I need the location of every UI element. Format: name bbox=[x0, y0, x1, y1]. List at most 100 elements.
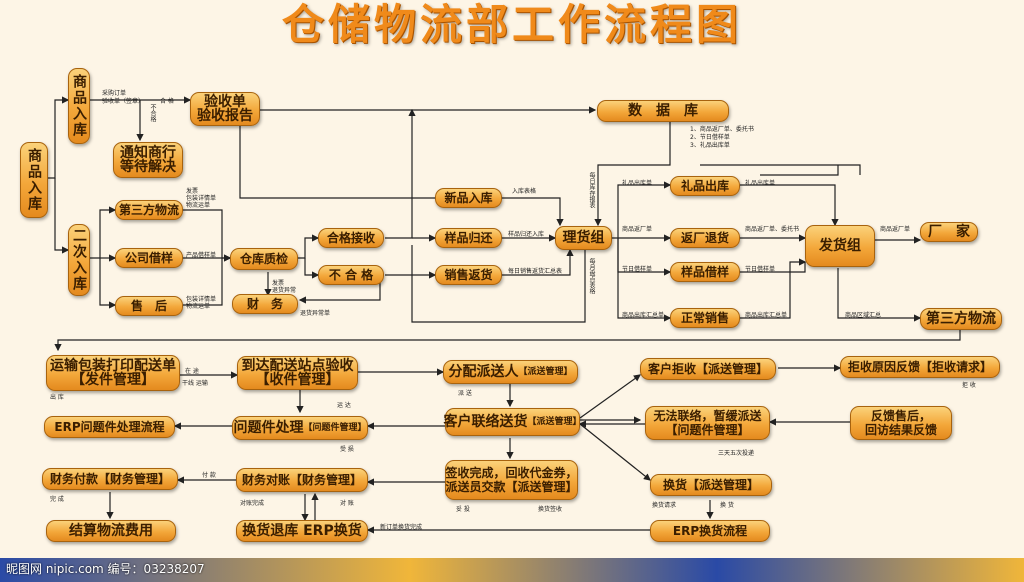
node-database[interactable]: 数 据 库 bbox=[597, 100, 729, 122]
node-return-to-factory[interactable]: 返厂退货 bbox=[670, 228, 740, 248]
node-signed-complete-line2: 派送员交款【派送管理】 bbox=[445, 480, 578, 494]
node-after-sales[interactable]: 售 后 bbox=[115, 296, 183, 316]
label-refused: 拒 收 bbox=[962, 382, 976, 389]
node-second-inbound[interactable]: 二次入库 bbox=[68, 224, 90, 296]
node-tally-team[interactable]: 理货组 bbox=[555, 226, 612, 250]
node-unqualified[interactable]: 不 合 格 bbox=[318, 265, 384, 285]
node-unreachable-hold-line1: 无法联络，暂缓派送 bbox=[653, 409, 762, 423]
label-outbound-summary-2: 商品出库汇总单 bbox=[745, 312, 788, 319]
label-return-exception-sheet: 退货异常单 bbox=[300, 310, 331, 317]
node-problem-handling[interactable]: 问题件处理【问题件管理】 bbox=[232, 416, 368, 440]
label-monthly-stocktake: 每月盘点表格 bbox=[588, 258, 595, 294]
label-delivered-ok: 妥 投 bbox=[456, 506, 470, 513]
label-exchange: 换 货 bbox=[720, 502, 734, 509]
node-arrival-check-line2: 【收件管理】 bbox=[255, 372, 340, 388]
node-finance-payment[interactable]: 财务付款【财务管理】 bbox=[42, 468, 178, 490]
label-trunk-transport: 干线 运输 bbox=[182, 380, 208, 387]
label-product-loan-sheet: 产品借样单 bbox=[186, 252, 217, 259]
node-problem-handling-tag: 【问题件管理】 bbox=[303, 423, 367, 433]
node-after-sales-feedback[interactable]: 反馈售后， 回访结果反馈 bbox=[850, 406, 952, 440]
node-finance[interactable]: 财 务 bbox=[232, 294, 298, 314]
label-payment: 付 款 bbox=[202, 472, 216, 479]
node-exchange[interactable]: 换货【派送管理】 bbox=[650, 474, 772, 496]
node-notify-supplier[interactable]: 通知商行 等待解决 bbox=[113, 142, 183, 178]
label-daily-stock: 每日库存报表 bbox=[588, 172, 595, 208]
page-title: 仓储物流部工作流程图 bbox=[281, 0, 742, 49]
label-factory-return-sheet-3: 商品返厂单 bbox=[880, 226, 911, 233]
label-three-days-five: 三天五次投递 bbox=[718, 450, 755, 457]
node-settle-logistics-fee[interactable]: 结算物流费用 bbox=[46, 520, 176, 542]
node-contact-delivery-label: 客户联络送货 bbox=[443, 414, 528, 430]
node-shipping-team[interactable]: 发货组 bbox=[805, 225, 875, 267]
node-inspection-report[interactable]: 验收单 验收报告 bbox=[190, 92, 260, 126]
label-delivered: 运 达 bbox=[337, 402, 351, 409]
node-assign-courier-tag: 【派送管理】 bbox=[518, 367, 573, 377]
node-assign-courier[interactable]: 分配派送人【派送管理】 bbox=[443, 360, 578, 384]
node-exchange-return[interactable]: 换货退库 ERP换货 bbox=[236, 520, 368, 542]
label-daily-sales-return: 每日销售返货汇总表 bbox=[508, 268, 563, 275]
label-qualified: 合 格 bbox=[160, 98, 174, 105]
node-after-sales-feedback-line2: 回访结果反馈 bbox=[864, 423, 937, 437]
node-signed-complete[interactable]: 签收完成，回收代金券， 派送员交款【派送管理】 bbox=[445, 460, 578, 500]
label-factory-return-sheet: 商品返厂单 bbox=[622, 226, 653, 233]
label-return-exception: 退货异常 bbox=[272, 287, 297, 294]
label-exchange-sign: 换货签收 bbox=[538, 506, 563, 513]
label-holiday-loan-sheet-2: 节日借样单 bbox=[745, 266, 776, 273]
label-packing-detail-2: 包装详情单 bbox=[186, 296, 217, 303]
node-normal-sales[interactable]: 正常销售 bbox=[670, 308, 740, 328]
label-exchange-request: 换货请求 bbox=[652, 502, 677, 509]
node-new-product-inbound[interactable]: 新品入库 bbox=[435, 188, 502, 208]
node-finance-reconcile[interactable]: 财务对账【财务管理】 bbox=[236, 468, 368, 492]
node-unreachable-hold[interactable]: 无法联络，暂缓派送 【问题件管理】 bbox=[645, 406, 770, 440]
node-refusal-feedback[interactable]: 拒收原因反馈【拒收请求】 bbox=[840, 356, 1000, 378]
node-unreachable-hold-line2: 【问题件管理】 bbox=[665, 423, 750, 437]
node-qualified-accept[interactable]: 合格接收 bbox=[318, 228, 384, 248]
node-erp-exchange-flow[interactable]: ERP换货流程 bbox=[650, 520, 770, 542]
node-transport-packing-line1: 运输包装打印配送单 bbox=[50, 358, 176, 374]
node-notify-supplier-line1: 通知商行 bbox=[120, 145, 176, 161]
label-dispatch: 派 送 bbox=[458, 390, 472, 397]
node-signed-complete-line1: 签收完成，回收代金券， bbox=[445, 466, 578, 480]
node-sample-return[interactable]: 样品归还 bbox=[435, 228, 502, 248]
label-waybill: 物流运单 bbox=[186, 202, 211, 209]
label-new-order-exchange: 新订单换货完成 bbox=[380, 524, 423, 531]
label-purchase-order: 采购订单 bbox=[102, 90, 127, 97]
label-doc-list-3: 3、礼品出库单 bbox=[690, 142, 730, 149]
node-after-sales-feedback-line1: 反馈售后， bbox=[870, 409, 931, 423]
label-complete: 完 成 bbox=[50, 496, 64, 503]
label-doc-list-1: 1、商品返厂单、委托书 bbox=[690, 126, 754, 133]
label-holiday-loan-sheet: 节日借样单 bbox=[622, 266, 653, 273]
node-company-sample-loan[interactable]: 公司借样 bbox=[115, 248, 183, 268]
node-notify-supplier-line2: 等待解决 bbox=[120, 159, 176, 175]
label-inbound-form: 入库表格 bbox=[512, 188, 537, 195]
label-outbound-summary: 商品出库汇总单 bbox=[622, 312, 665, 319]
node-goods-inbound[interactable]: 商品入库 bbox=[68, 68, 90, 144]
label-reconcile: 对 账 bbox=[340, 500, 354, 507]
label-factory-return-proxy: 商品返厂单、委托书 bbox=[745, 226, 800, 233]
label-sample-return-inbound: 样品归还入库 bbox=[508, 231, 545, 238]
node-warehouse-qc[interactable]: 仓库质检 bbox=[230, 248, 298, 270]
node-contact-delivery[interactable]: 客户联络送货【派送管理】 bbox=[443, 408, 582, 436]
node-third-party-logistics-2[interactable]: 第三方物流 bbox=[920, 308, 1002, 330]
label-outbound: 出 库 bbox=[50, 394, 64, 401]
label-invoice: 发票 bbox=[186, 188, 199, 195]
node-manufacturer[interactable]: 厂 家 bbox=[920, 222, 978, 242]
node-gift-outbound[interactable]: 礼品出库 bbox=[670, 176, 740, 196]
watermark-text: 昵图网 nipic.com 编号：03238207 bbox=[6, 562, 205, 576]
node-sales-return[interactable]: 销售返货 bbox=[435, 265, 502, 285]
node-third-party-logistics[interactable]: 第三方物流 bbox=[115, 200, 183, 220]
node-problem-handling-label: 问题件处理 bbox=[233, 420, 304, 436]
label-region-summary: 商品区域汇总 bbox=[845, 312, 882, 319]
node-transport-packing-line2: 【发件管理】 bbox=[71, 372, 155, 388]
node-goods-inbound-main[interactable]: 商品入库 bbox=[20, 142, 48, 218]
node-customer-refuse[interactable]: 客户拒收【派送管理】 bbox=[640, 358, 776, 380]
node-arrival-check[interactable]: 到达配送站点验收 【收件管理】 bbox=[237, 356, 358, 390]
label-inspection-sheet-signed: 验收单（签章） bbox=[102, 98, 145, 105]
label-gift-outbound-sheet: 礼品出库单 bbox=[622, 180, 653, 187]
label-waybill-2: 物流运单 bbox=[186, 303, 211, 310]
node-sample-loan[interactable]: 样品借样 bbox=[670, 262, 740, 282]
node-erp-problem-flow[interactable]: ERP问题件处理流程 bbox=[44, 416, 175, 438]
node-arrival-check-line1: 到达配送站点验收 bbox=[241, 358, 354, 374]
node-transport-packing[interactable]: 运输包装打印配送单 【发件管理】 bbox=[46, 355, 180, 391]
